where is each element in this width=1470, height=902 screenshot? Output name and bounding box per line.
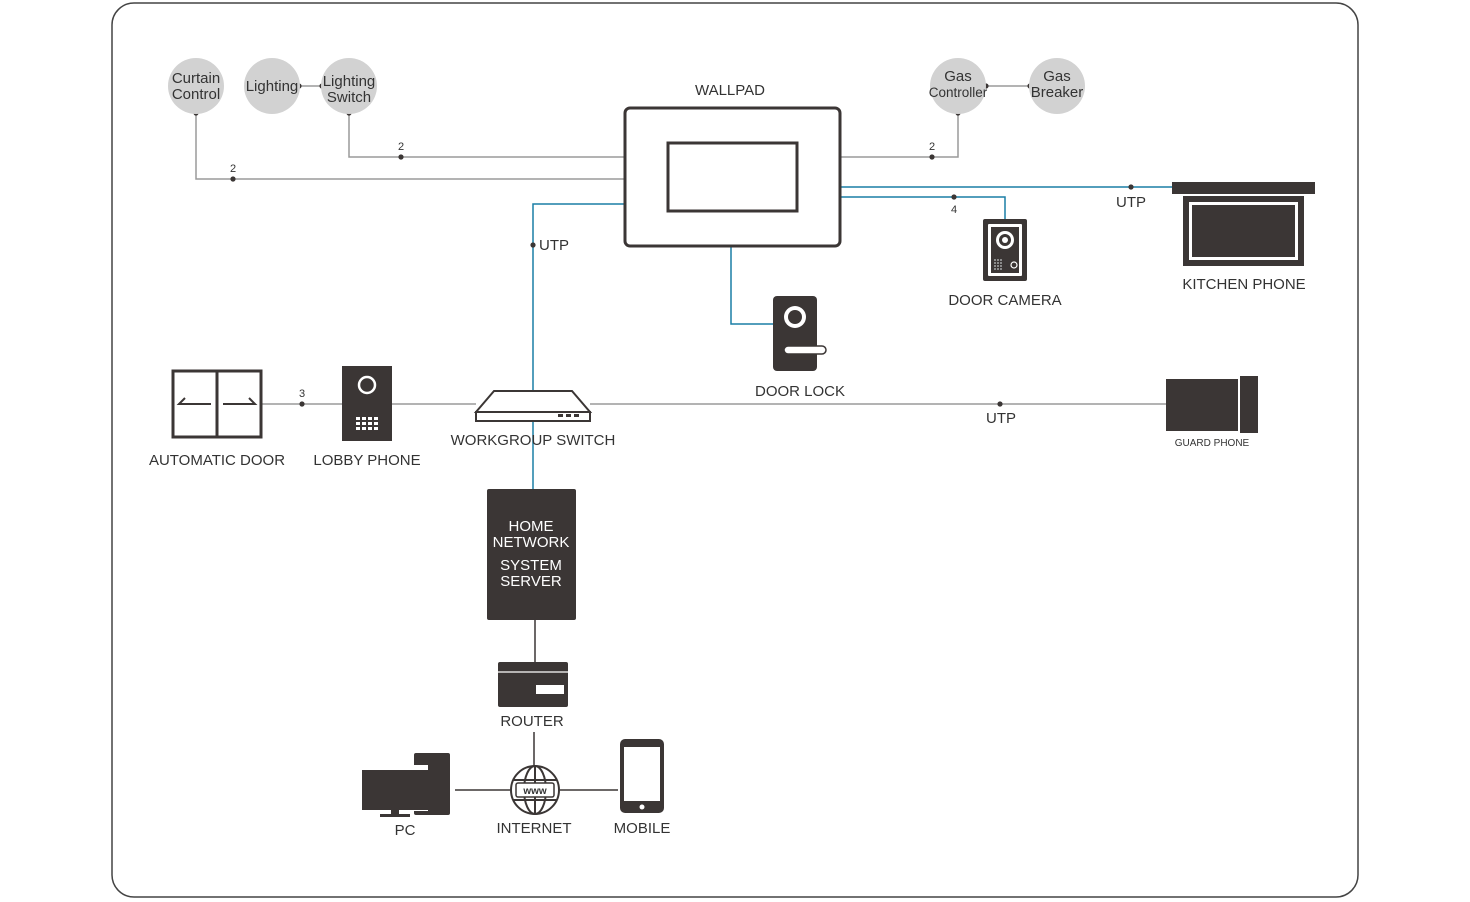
curtain-count: 2 <box>230 163 236 175</box>
workgroup-switch-label: WORKGROUP SWITCH <box>451 432 616 449</box>
wallpad-screen <box>666 141 799 213</box>
door-lock-node: DOOR LOCK <box>755 296 845 400</box>
kitchen-utp-label: UTP <box>1116 194 1146 211</box>
lighting-switch-node: Lighting Switch <box>321 58 377 114</box>
arrow-right-icon <box>223 397 258 405</box>
server-label-4: SERVER <box>500 573 562 590</box>
internet-badge: www <box>522 786 547 797</box>
wallpad-node: WALLPAD <box>623 82 842 248</box>
internet-label: INTERNET <box>497 820 572 837</box>
door-camera-count: 4 <box>951 204 957 216</box>
pc-label: PC <box>395 822 416 839</box>
door-camera-link <box>840 196 1006 220</box>
curtain-control-node: Curtain Control <box>168 58 224 114</box>
kitchen-phone-label: KITCHEN PHONE <box>1182 276 1305 293</box>
pc-node: PC <box>362 753 450 839</box>
gas-breaker-node: Gas Breaker <box>1029 58 1085 114</box>
lighting-switch-link <box>348 113 625 158</box>
blue-connections <box>532 186 1172 489</box>
automatic-door-node: AUTOMATIC DOOR <box>149 369 285 469</box>
lighting-switch-count: 2 <box>398 141 404 153</box>
svg-text:Controller: Controller <box>929 85 988 100</box>
internet-node: www INTERNET <box>497 765 572 837</box>
gas-controller-node: Gas Controller <box>929 58 988 114</box>
svg-text:Switch: Switch <box>327 89 371 106</box>
guard-phone-node: GUARD PHONE <box>1166 376 1258 449</box>
server-label-1: HOME <box>509 518 554 535</box>
server-label-3: SYSTEM <box>500 557 562 574</box>
router-label: ROUTER <box>500 713 564 730</box>
kitchen-phone-node: KITCHEN PHONE <box>1172 182 1315 293</box>
lobby-phone-node: LOBBY PHONE <box>313 366 421 469</box>
diagram-frame <box>111 2 1359 898</box>
guard-phone-icon <box>1166 379 1238 431</box>
server-node: HOME NETWORK SYSTEM SERVER <box>487 489 576 620</box>
lobby-phone-label: LOBBY PHONE <box>313 452 420 469</box>
workgroup-switch-icon <box>473 390 593 413</box>
lighting-node: Lighting <box>244 58 300 114</box>
guard-phone-label: GUARD PHONE <box>1175 438 1250 449</box>
lobby-count: 3 <box>299 388 305 400</box>
wallpad-switch-link <box>532 203 625 390</box>
door-camera-label: DOOR CAMERA <box>948 292 1061 309</box>
svg-text:Gas: Gas <box>1043 68 1071 85</box>
svg-text:Lighting: Lighting <box>323 73 376 90</box>
black-connections <box>455 620 618 791</box>
automatic-door-label: AUTOMATIC DOOR <box>149 452 285 469</box>
gray-connections <box>195 85 1166 405</box>
svg-text:Control: Control <box>172 86 220 103</box>
server-label-2: NETWORK <box>493 534 570 551</box>
guard-utp-label: UTP <box>986 410 1016 427</box>
mobile-label: MOBILE <box>614 820 671 837</box>
svg-text:Curtain: Curtain <box>172 70 220 87</box>
door-camera-node: DOOR CAMERA <box>948 219 1062 309</box>
svg-text:Lighting: Lighting <box>246 78 299 95</box>
door-lock-label: DOOR LOCK <box>755 383 845 400</box>
lobby-phone-icon <box>342 366 392 441</box>
router-icon <box>498 662 568 707</box>
mobile-node: MOBILE <box>614 739 671 837</box>
svg-text:Breaker: Breaker <box>1031 84 1084 101</box>
switch-utp-label: UTP <box>539 237 569 254</box>
pc-monitor-icon <box>362 770 428 810</box>
server-icon <box>487 489 576 620</box>
kitchen-phone-top <box>1172 182 1315 194</box>
workgroup-switch-node: WORKGROUP SWITCH <box>451 390 616 449</box>
arrow-left-icon <box>176 397 211 405</box>
door-lock-link <box>730 246 774 325</box>
router-node: ROUTER <box>498 662 568 730</box>
gas-count: 2 <box>929 141 935 153</box>
svg-text:Gas: Gas <box>944 68 972 85</box>
curtain-link <box>195 113 625 180</box>
gas-controller-link <box>840 113 959 158</box>
wallpad-label: WALLPAD <box>695 82 765 99</box>
